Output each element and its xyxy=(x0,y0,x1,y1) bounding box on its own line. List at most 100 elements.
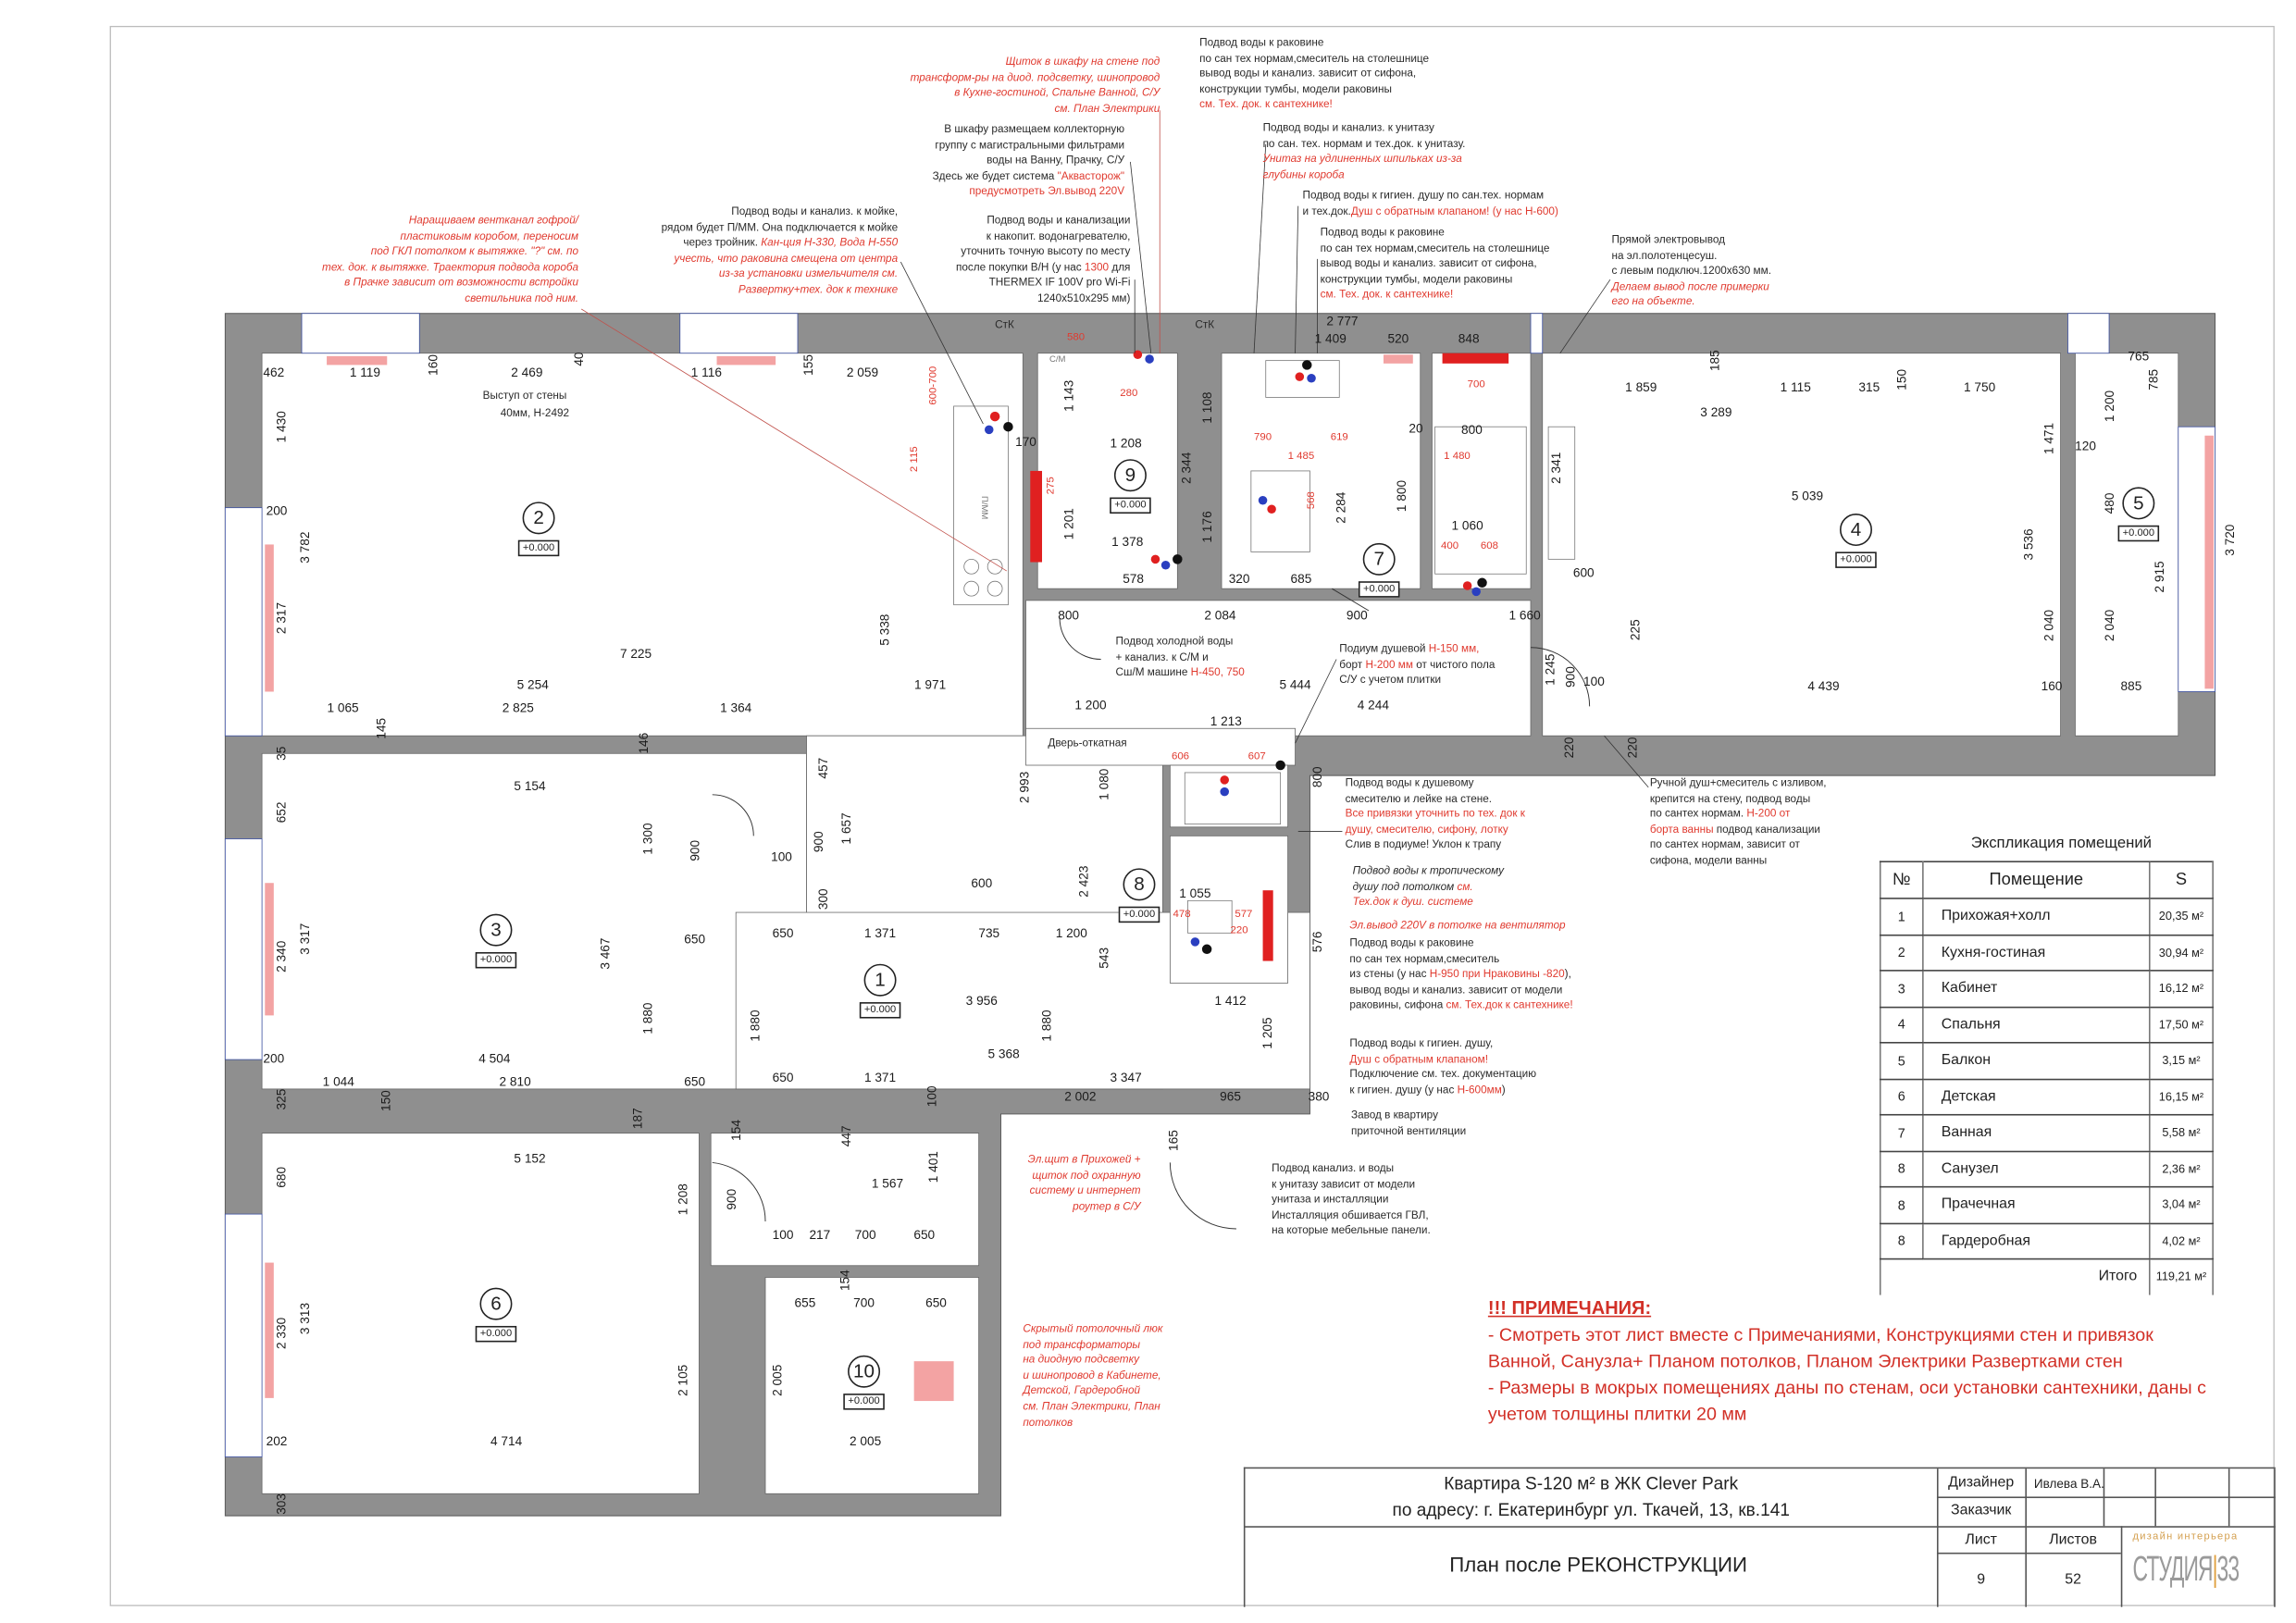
annotation-text-red: светильника под ним. xyxy=(465,291,579,305)
annotation-text-red: Развертку+тех. док к технике xyxy=(738,282,899,296)
dimension-label: 800 xyxy=(1310,766,1324,787)
annotation-line: см. Тех. док. к сантехнике! xyxy=(1321,288,1550,304)
sheets-label: Листов xyxy=(2049,1531,2097,1549)
annotation-line: к гигиен. душу (у нас Н-600мм) xyxy=(1349,1083,1536,1098)
dimension-label: 2 340 xyxy=(275,940,289,973)
annotation-text-red: его на объекте. xyxy=(1611,294,1695,308)
door-swing xyxy=(1059,617,1101,660)
ceiling-hatch xyxy=(913,1361,954,1402)
dimension-label: 700 xyxy=(855,1228,876,1242)
annotation-text: крепится на стену, подвод воды xyxy=(1649,790,1811,805)
annotation-text-red: см. xyxy=(1457,879,1473,893)
room-area: 17,50 м² xyxy=(2148,1006,2214,1044)
dimension-label: 1 660 xyxy=(1509,609,1542,623)
annotation-line: Ручной душ+смеситель с изливом, xyxy=(1650,775,1827,791)
room-area: 2,36 м² xyxy=(2148,1149,2214,1188)
dimension-label: 765 xyxy=(2128,350,2149,364)
room-name: Санузел xyxy=(1922,1149,2150,1188)
dimension-label: 325 xyxy=(275,1088,289,1109)
wall-protrusion-note: Выступ от стены xyxy=(482,388,567,403)
annotation-text: для xyxy=(1109,260,1131,274)
floor-level: +0.000 xyxy=(2117,525,2160,542)
annotation-text: Подвод воды и канализ. к мойке, xyxy=(731,204,899,218)
floor-level: +0.000 xyxy=(475,951,517,969)
annotation-text-red: Н-200 мм xyxy=(1365,657,1413,671)
annotation-text-red: под ГКЛ потолком к вытяжке. "?" см. по xyxy=(370,244,579,258)
room-number: 6 xyxy=(479,1287,513,1320)
dimension-label: 1 205 xyxy=(1260,1017,1274,1049)
annotation-line: Подвод воды к раковине xyxy=(1321,225,1550,241)
dimension-label: 154 xyxy=(838,1270,852,1291)
annotation-text: Подвод канализ. и воды xyxy=(1272,1160,1395,1175)
towel-dryer-outlet xyxy=(1442,353,1509,364)
annotation-line: см. План Электрики, План xyxy=(1023,1399,1162,1415)
annotation-line: по сан тех нормам,смеситель xyxy=(1349,951,1572,967)
room-area: 3,15 м² xyxy=(2148,1042,2214,1080)
annotation-text: рядом будет П/ММ. Она подключается к мой… xyxy=(661,219,899,234)
red-dimension-label: 568 xyxy=(1306,491,1317,509)
dimension-label: 146 xyxy=(637,733,651,754)
annotation-text-red: тех. док. к вытяжке. Траектория подвода … xyxy=(322,260,579,274)
total-label: Итого xyxy=(1879,1258,2150,1295)
room-name: Детская xyxy=(1922,1077,2150,1116)
hall-area-c xyxy=(1025,727,1296,766)
notes-heading: !!! ПРИМЕЧАНИЯ: xyxy=(1487,1297,1652,1319)
window xyxy=(224,838,263,1060)
annotation-line: и шинопровод в Кабинете, xyxy=(1023,1369,1162,1384)
room-4-area xyxy=(1542,353,2061,737)
corridor-area xyxy=(1025,600,1532,737)
dimension-label: 100 xyxy=(771,849,792,863)
room-no: 8 xyxy=(1879,1149,1924,1188)
dimension-label: 315 xyxy=(1858,380,1880,394)
annotation-line: по сан тех нормам,смеситель на столешниц… xyxy=(1199,51,1429,67)
annotation-line: Подвод воды к душевому xyxy=(1346,775,1525,791)
dimension-label: 650 xyxy=(773,926,794,940)
dimension-label: 1 208 xyxy=(1111,436,1142,450)
annotation-text: борт xyxy=(1339,657,1366,671)
dimension-label: 5 338 xyxy=(878,614,892,646)
dimension-label: 220 xyxy=(1626,737,1640,758)
floor-level: +0.000 xyxy=(1358,581,1400,598)
header-no: № xyxy=(1879,861,1924,899)
annotation-line: воды на Ванну, Прачку, С/У xyxy=(933,154,1124,169)
dimension-label: 800 xyxy=(1058,609,1079,623)
project-address: по адресу: г. Екатеринбург ул. Ткачей, 1… xyxy=(1392,1499,1790,1520)
studio-logo: СТУДИЯ|33 xyxy=(2132,1549,2240,1590)
annotation-line: систему и интернет xyxy=(1028,1183,1141,1199)
dimension-label: 1 116 xyxy=(691,365,722,379)
annotation-text-red: Н-600мм xyxy=(1457,1083,1502,1096)
annotation-line: под трансформаторы xyxy=(1023,1337,1162,1353)
dimension-label: 3 956 xyxy=(966,994,998,1008)
dimension-label: 100 xyxy=(773,1228,794,1242)
annotation-text: к унитазу зависит от модели xyxy=(1272,1176,1416,1190)
annotation-text: Прямой электровывод xyxy=(1611,232,1725,246)
annotation-text: уточнить точную высоту по месту xyxy=(961,244,1131,258)
total-value: 119,21 м² xyxy=(2148,1258,2214,1295)
dimension-label: 3 467 xyxy=(598,937,612,969)
annotation-line: в Прачке зависит от возможности встройки xyxy=(322,276,578,291)
annotation-text: Здесь же будет система xyxy=(932,168,1058,182)
room-number: 2 xyxy=(522,502,555,535)
dimension-label: 7 225 xyxy=(620,647,652,661)
annotation-line: Подвод воды к гигиен. душу, xyxy=(1349,1036,1536,1052)
leader-lines-black xyxy=(900,143,1649,832)
annotation-text-red: Н-950 при Нраковины -820 xyxy=(1429,967,1565,981)
annotation-line: крепится на стену, подвод воды xyxy=(1650,791,1827,807)
sheet-frame xyxy=(109,25,2275,1606)
dimension-label: 1 200 xyxy=(2103,390,2116,422)
red-dimension-label: 400 xyxy=(1441,540,1458,551)
annotation-line: Тех.док к душ. системе xyxy=(1353,895,1504,911)
dimension-label: 2 040 xyxy=(2042,609,2056,641)
annotation-text-red: щиток под охранную xyxy=(1032,1168,1141,1182)
red-dimension-label: 280 xyxy=(1120,388,1137,399)
annotation-text: вывод воды и канализ. зависит от сифона, xyxy=(1320,256,1537,270)
annotation-line: пластиковым коробом, переносим xyxy=(322,229,579,244)
dimension-label: 848 xyxy=(1458,332,1480,346)
annotation-line: Унитаз на удлиненных шпильках из-за xyxy=(1263,152,1466,167)
